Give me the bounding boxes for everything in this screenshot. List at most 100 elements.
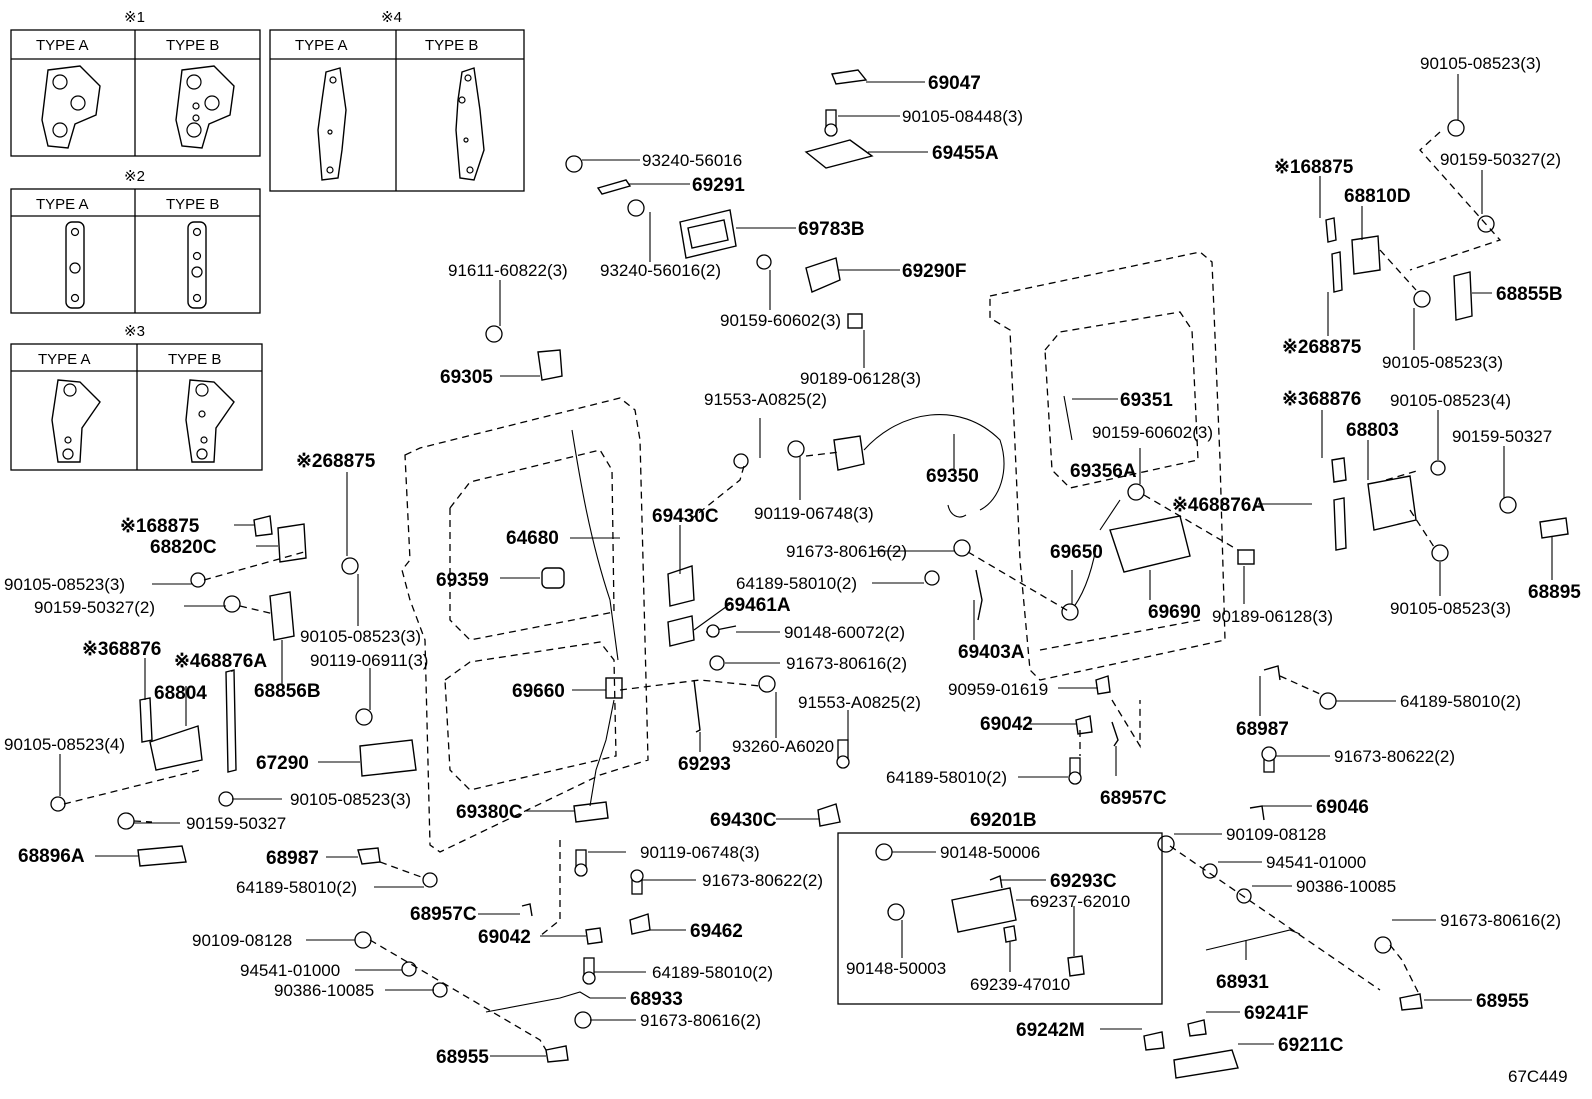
label-68876a-right: ※468876A (1172, 495, 1265, 516)
label-91673-80622-right: 91673-80622(2) (1334, 747, 1455, 766)
label-68931: 68931 (1216, 972, 1269, 993)
inset-4: ※4 TYPE A TYPE B (269, 9, 525, 192)
label-90159-50327-r2: 90159-50327 (1452, 427, 1552, 446)
label-68987-right: 68987 (1236, 719, 1289, 740)
label-68987-left: 68987 (266, 848, 319, 869)
label-93260-a6020: 93260-A6020 (732, 737, 834, 756)
label-91673-80616-b: 91673-80616(2) (786, 654, 907, 673)
assembly-dashes (63, 131, 1502, 1051)
label-68876-right: ※368876 (1282, 389, 1361, 410)
label-91553-a0825-top: 91553-A0825(2) (704, 390, 827, 409)
label-69042-left: 69042 (478, 927, 531, 948)
label-93240-56016: 93240-56016 (642, 151, 742, 170)
label-90386-10085-right: 90386-10085 (1296, 877, 1396, 896)
leader-lines (59, 74, 1553, 1057)
label-68875-type1-right: ※168875 (1274, 157, 1354, 178)
label-69783b: 69783B (798, 219, 865, 240)
inset-3-type-b: TYPE B (168, 351, 221, 368)
label-69237-62010: 69237-62010 (1030, 892, 1130, 911)
label-69351: 69351 (1120, 390, 1173, 411)
label-64680: 64680 (506, 528, 559, 549)
label-69291: 69291 (692, 175, 745, 196)
label-68933: 68933 (630, 989, 683, 1010)
label-91673-80622-bottom: 91673-80622(2) (702, 871, 823, 890)
label-68875-type2-left: ※268875 (296, 451, 376, 472)
inset-4-type-a: TYPE A (295, 37, 348, 54)
label-69461a: 69461A (724, 595, 791, 616)
diagram-code: 67C449 (1508, 1067, 1568, 1086)
label-90148-60072: 90148-60072(2) (784, 623, 905, 642)
label-90148-50006: 90148-50006 (940, 843, 1040, 862)
label-68957c-mid: 68957C (1100, 788, 1167, 809)
inset-2-type-a: TYPE A (36, 196, 89, 213)
label-69293c: 69293C (1050, 871, 1117, 892)
label-91673-80616-c: 91673-80616(2) (640, 1011, 761, 1030)
inset-2: ※2 TYPE A TYPE B (10, 168, 261, 314)
inset-4-type-b: TYPE B (425, 37, 478, 54)
label-69455a: 69455A (932, 143, 999, 164)
label-90119-06748-bottom: 90119-06748(3) (640, 843, 760, 862)
label-90105-08523-r3: 90105-08523(4) (1390, 391, 1511, 410)
label-69403a: 69403A (958, 642, 1025, 663)
inset-3-type-a: TYPE A (38, 351, 91, 368)
inset-4-marker: ※4 (381, 9, 402, 26)
label-90105-08523-l3: 90105-08523(4) (4, 735, 125, 754)
label-69290f: 69290F (902, 261, 966, 282)
label-64189-58010-d: 64189-58010(2) (652, 963, 773, 982)
label-90105-08523-r4: 90105-08523(3) (1390, 599, 1511, 618)
label-69430c-top: 69430C (652, 506, 719, 527)
label-90189-06128-top: 90189-06128(3) (800, 369, 921, 388)
label-69350: 69350 (926, 466, 979, 487)
label-91611-60822: 91611-60822(3) (448, 261, 568, 280)
label-90105-08448: 90105-08448(3) (902, 107, 1023, 126)
group-box-69201b (837, 832, 1163, 1005)
label-68820c: 68820C (150, 537, 217, 558)
label-64189-58010-right: 64189-58010(2) (1400, 692, 1521, 711)
label-69359: 69359 (436, 570, 489, 591)
label-64189-58010-b: 64189-58010(2) (886, 768, 1007, 787)
label-90109-08128-right: 90109-08128 (1226, 825, 1326, 844)
label-68875-type2-right: ※268875 (1282, 337, 1362, 358)
label-69242m: 69242M (1016, 1020, 1085, 1041)
parts-shapes (50, 69, 1569, 1079)
label-90105-08523-r1: 90105-08523(3) (1420, 54, 1541, 73)
left-door-outline (401, 397, 649, 853)
inset-2-marker: ※2 (124, 168, 145, 185)
inset-1-type-b: TYPE B (166, 37, 219, 54)
label-90159-50327-left: 90159-50327(2) (34, 598, 155, 617)
label-69430c-bottom: 69430C (710, 810, 777, 831)
inset-3: ※3 TYPE A TYPE B (10, 323, 263, 471)
label-90386-10085-left: 90386-10085 (274, 981, 374, 1000)
label-91553-a0825-mid: 91553-A0825(2) (798, 693, 921, 712)
label-69047: 69047 (928, 73, 981, 94)
inset-3-marker: ※3 (124, 323, 145, 340)
group-box-label: 69201B (970, 810, 1037, 831)
label-68855b: 68855B (1496, 284, 1563, 305)
label-90159-50327-r1: 90159-50327(2) (1440, 150, 1561, 169)
inset-2-type-b: TYPE B (166, 196, 219, 213)
label-69660: 69660 (512, 681, 565, 702)
inset-1-marker: ※1 (124, 9, 145, 26)
label-69462: 69462 (690, 921, 743, 942)
right-door-outline (989, 251, 1226, 681)
label-91673-80616-right: 91673-80616(2) (1440, 911, 1561, 930)
label-69380c: 69380C (456, 802, 523, 823)
label-90159-60602-right: 90159-60602(3) (1092, 423, 1213, 442)
label-69046: 69046 (1316, 797, 1369, 818)
label-69211c: 69211C (1278, 1035, 1344, 1056)
label-90105-08523-l4: 90105-08523(3) (290, 790, 411, 809)
inset-1: ※1 TYPE A TYPE B (10, 9, 261, 157)
label-90119-06748-top: 90119-06748(3) (754, 504, 874, 523)
label-68896a: 68896A (18, 846, 85, 867)
label-68957c-left: 68957C (410, 904, 477, 925)
label-90189-06128-right: 90189-06128(3) (1212, 607, 1333, 626)
label-68875-type1-left: ※168875 (120, 516, 200, 537)
label-69241f: 69241F (1244, 1003, 1308, 1024)
label-69042-mid: 69042 (980, 714, 1033, 735)
label-90959-01619: 90959-01619 (948, 680, 1048, 699)
part-labels: 69047 90105-08448(3) 69455A 93240-56016 … (4, 54, 1581, 1068)
label-69356a: 69356A (1070, 461, 1137, 482)
label-90105-08523-l1: 90105-08523(3) (4, 575, 125, 594)
label-68955-right: 68955 (1476, 991, 1529, 1012)
